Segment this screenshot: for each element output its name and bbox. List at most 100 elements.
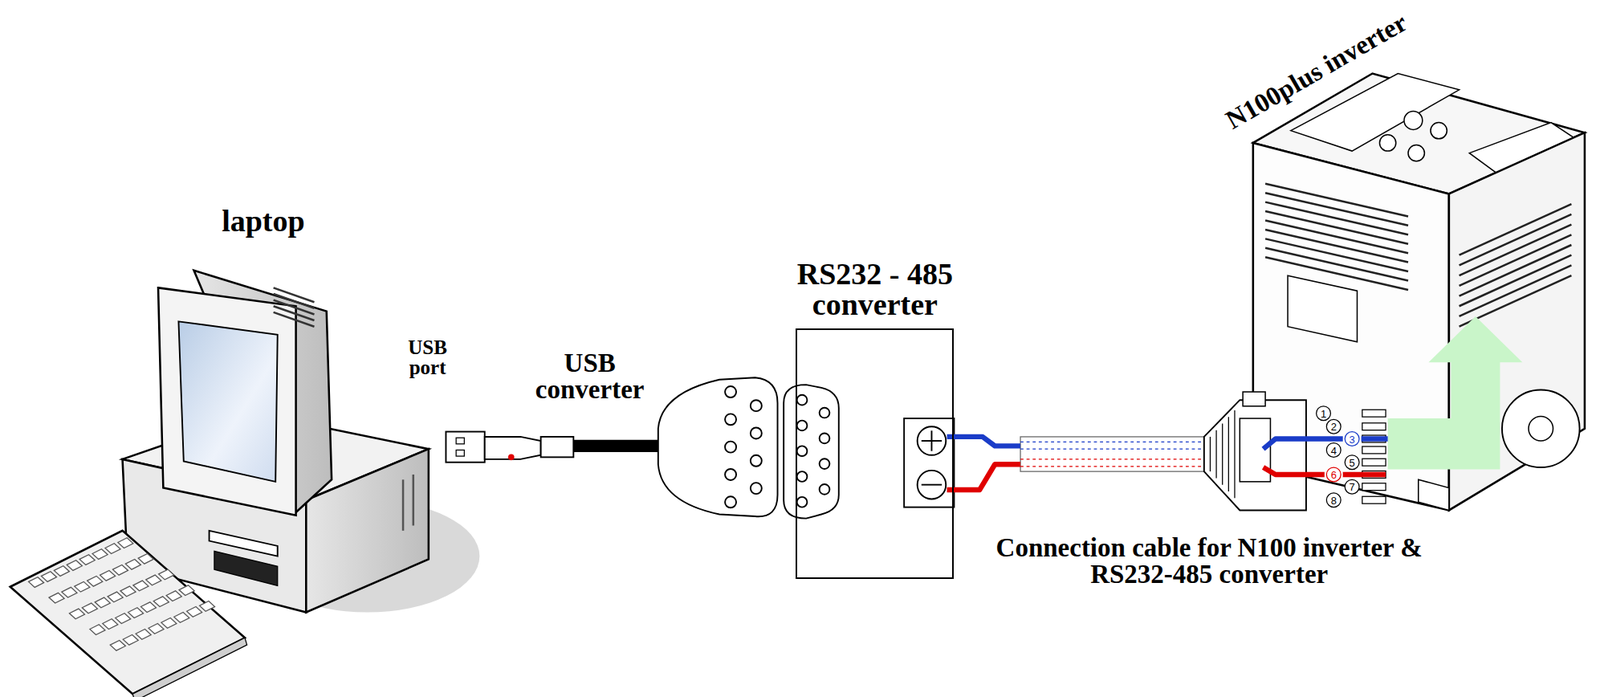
pin-number: 4 xyxy=(1328,444,1339,456)
connection-cable xyxy=(1362,458,1386,466)
db9-connector xyxy=(783,384,839,518)
usb-converter-cable xyxy=(724,413,737,425)
inverter-illustration xyxy=(1265,248,1409,281)
inverter-illustration xyxy=(1408,144,1425,161)
connection-cable xyxy=(1326,467,1341,482)
wires xyxy=(947,436,1389,490)
computer-illustration xyxy=(273,312,315,327)
computer-illustration xyxy=(161,618,177,629)
inverter-illustration xyxy=(1528,416,1554,442)
connection-cable xyxy=(1344,479,1360,494)
computer-illustration xyxy=(273,305,315,321)
computer-illustration xyxy=(66,560,82,571)
usb-converter-cable xyxy=(445,431,485,463)
wires xyxy=(947,464,1022,490)
computer-illustration xyxy=(28,577,45,588)
inverter-illustration xyxy=(1430,122,1447,139)
connection-cable xyxy=(1233,410,1235,498)
inverter-illustration xyxy=(1265,229,1409,263)
inverter-illustration xyxy=(1265,202,1409,236)
computer-illustration xyxy=(125,558,141,570)
connection-cable xyxy=(1362,496,1386,504)
usb-converter-cable xyxy=(724,441,737,453)
pin-number: 5 xyxy=(1347,456,1357,468)
computer-illustration xyxy=(74,581,90,592)
computer-illustration xyxy=(273,300,315,315)
computer-illustration xyxy=(138,553,154,564)
db9-connector xyxy=(797,471,808,482)
inverter-illustration xyxy=(1265,192,1409,226)
connection-cable xyxy=(1362,409,1386,417)
connection-cable xyxy=(1362,446,1386,454)
connection-cable xyxy=(1344,431,1360,447)
terminal-block xyxy=(903,418,954,508)
inverter-illustration xyxy=(1265,256,1409,290)
inverter-illustration xyxy=(1459,234,1572,286)
computer-illustration xyxy=(273,293,315,309)
computer-illustration xyxy=(412,474,416,526)
pin-number: 3 xyxy=(1347,433,1357,444)
computer-illustration xyxy=(118,537,134,549)
wires xyxy=(1263,467,1325,475)
usb-converter-cable xyxy=(455,437,465,444)
computer-illustration xyxy=(112,564,128,575)
computer-illustration xyxy=(79,554,95,566)
box-heading: RS232 - 485 converter xyxy=(775,258,975,320)
computer-illustration xyxy=(199,601,215,612)
computer-illustration xyxy=(402,479,405,531)
inverter-illustration xyxy=(1404,111,1423,131)
inverter-illustration xyxy=(1459,244,1572,297)
computer-illustration xyxy=(158,569,175,580)
port-label: USB port xyxy=(395,337,461,378)
device-label: USB converter xyxy=(521,350,659,404)
computer-illustration xyxy=(92,549,108,560)
computer-illustration xyxy=(107,591,123,603)
usb-converter-cable xyxy=(724,468,737,481)
connection-cable xyxy=(1020,436,1206,472)
usb-converter-cable xyxy=(724,496,737,508)
computer-illustration xyxy=(140,602,156,613)
wires xyxy=(1343,472,1386,477)
pin-number: 8 xyxy=(1328,494,1339,505)
inverter-illustration xyxy=(1287,275,1357,342)
db9-connector xyxy=(819,407,831,419)
connection-cable xyxy=(1242,391,1266,407)
computer-illustration xyxy=(53,565,70,577)
computer-illustration xyxy=(48,592,65,603)
inverter-illustration xyxy=(1265,183,1409,217)
computer-illustration xyxy=(40,571,57,583)
inverter-illustration xyxy=(1459,214,1572,266)
computer-illustration xyxy=(158,287,297,515)
inverter-illustration xyxy=(1265,220,1409,254)
inverter-illustration xyxy=(1379,134,1396,151)
db9-connector xyxy=(797,420,808,432)
terminal-block xyxy=(921,484,942,486)
connection-cable xyxy=(1316,406,1332,421)
connection-cable xyxy=(1209,436,1211,472)
inverter-illustration xyxy=(1459,203,1572,256)
inverter-illustration xyxy=(1265,211,1409,245)
connection-cable xyxy=(1215,430,1217,479)
computer-illustration xyxy=(128,607,144,619)
connection-cable xyxy=(1344,455,1360,470)
connection-cable xyxy=(1326,443,1341,458)
computer-illustration xyxy=(153,596,169,607)
connection-cable xyxy=(1316,406,1360,508)
usb-converter-cable xyxy=(750,399,762,412)
computer-illustration xyxy=(122,634,139,645)
connection-cable xyxy=(1209,410,1235,498)
connection-cable xyxy=(1228,416,1230,492)
inverter-illustration xyxy=(1502,389,1580,468)
wires xyxy=(947,436,1022,446)
usb-converter-cable xyxy=(573,439,660,452)
db9-connector xyxy=(819,484,831,495)
connection-cable xyxy=(1326,419,1341,434)
connection-cable xyxy=(1020,458,1206,460)
inverter-illustration xyxy=(1459,264,1572,317)
usb-converter-cable xyxy=(724,386,762,508)
computer-illustration xyxy=(87,575,103,587)
connection-cable xyxy=(1020,448,1206,450)
usb-converter-cable xyxy=(750,455,762,467)
computer-illustration xyxy=(28,537,216,651)
